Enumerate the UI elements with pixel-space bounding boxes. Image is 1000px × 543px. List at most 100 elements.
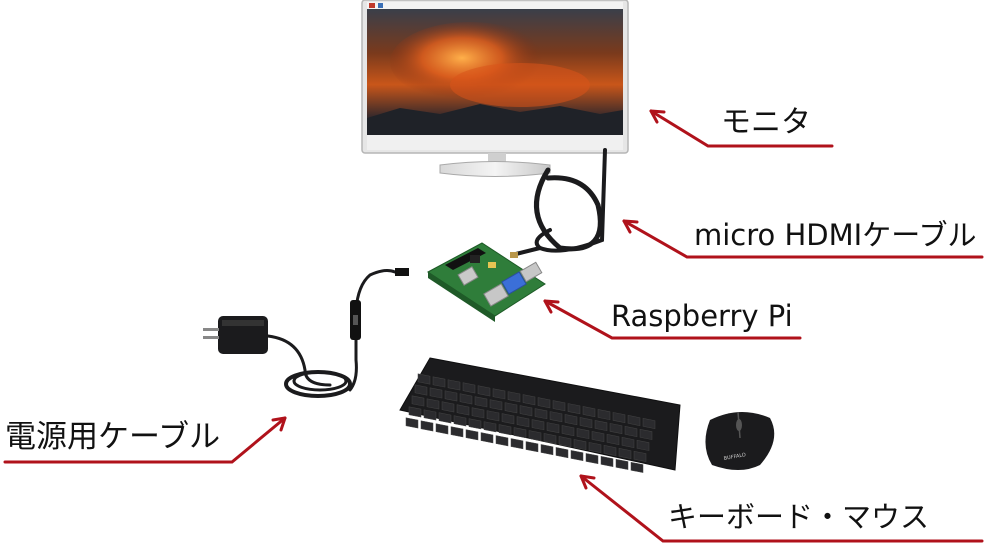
keyboard-key bbox=[573, 439, 587, 451]
keyboard-key bbox=[525, 441, 539, 453]
power-cable bbox=[266, 268, 409, 398]
keyboard-key bbox=[504, 402, 518, 414]
mouse-brand-text: BUFFALO bbox=[723, 452, 746, 462]
keyboard-key bbox=[480, 432, 494, 444]
keyboard-key bbox=[639, 429, 653, 440]
keyboard-key bbox=[501, 413, 515, 425]
label-raspberry-pi: Raspberry Pi bbox=[611, 299, 793, 333]
callout-keyboard-mouse bbox=[579, 474, 984, 543]
keyboard-key bbox=[555, 447, 569, 459]
keyboard-key bbox=[429, 387, 443, 399]
keyboard-key bbox=[477, 385, 491, 397]
keyboard-key bbox=[534, 408, 548, 420]
keyboard-key bbox=[438, 412, 452, 424]
keyboard-key bbox=[627, 415, 641, 426]
label-keyboard-mouse: キーボード・マウス bbox=[668, 500, 930, 534]
callout-monitor bbox=[649, 109, 834, 148]
keyboard-key bbox=[591, 431, 605, 443]
keyboard-key bbox=[408, 406, 422, 418]
keyboard-key bbox=[486, 410, 500, 422]
micro-hdmi-cable bbox=[510, 148, 607, 258]
keyboard-key bbox=[615, 458, 629, 470]
monitor-illustration bbox=[361, 0, 629, 177]
keyboard-key bbox=[462, 382, 476, 394]
keyboard-key bbox=[426, 398, 440, 410]
keyboard-key bbox=[621, 437, 635, 448]
keyboard-key bbox=[420, 420, 434, 432]
keyboard-key bbox=[417, 373, 431, 385]
keyboard-key bbox=[522, 394, 536, 406]
keyboard-illustration bbox=[399, 357, 681, 473]
keyboard-key bbox=[519, 405, 533, 417]
keyboard-key bbox=[600, 456, 614, 467]
keyboard-key bbox=[414, 384, 428, 396]
keyboard-key bbox=[561, 425, 575, 437]
keyboard-key bbox=[567, 403, 581, 415]
keyboard-key bbox=[465, 429, 479, 441]
keyboard-key bbox=[633, 450, 647, 462]
keyboard-key bbox=[630, 461, 644, 473]
keyboard-key bbox=[642, 418, 656, 429]
keyboard-key bbox=[612, 412, 626, 424]
keyboard-key bbox=[606, 434, 620, 445]
keyboard-key bbox=[435, 423, 449, 435]
label-micro-hdmi-cable: micro HDMIケーブル bbox=[694, 218, 977, 252]
raspberry-pi-board bbox=[427, 242, 546, 322]
keyboard-key bbox=[603, 445, 617, 456]
keyboard-key bbox=[489, 399, 503, 411]
keyboard-key bbox=[456, 404, 470, 416]
keyboard-key bbox=[459, 393, 473, 405]
keyboard-key bbox=[537, 397, 551, 409]
keyboard-key bbox=[471, 407, 485, 419]
keyboard-key bbox=[582, 406, 596, 418]
keyboard-key bbox=[588, 442, 602, 454]
keyboard-key bbox=[624, 426, 638, 437]
keyboard-key bbox=[498, 424, 512, 436]
keyboard-key bbox=[564, 414, 578, 426]
keyboard-key bbox=[552, 400, 566, 412]
keyboard-keys bbox=[405, 373, 656, 473]
keyboard-key bbox=[495, 435, 509, 447]
keyboard-key bbox=[570, 450, 584, 462]
keyboard-key bbox=[405, 417, 419, 429]
keyboard-key bbox=[585, 453, 599, 464]
keyboard-key bbox=[507, 391, 521, 403]
keyboard-key bbox=[432, 376, 446, 388]
keyboard-key bbox=[450, 426, 464, 438]
keyboard-key bbox=[531, 419, 545, 431]
keyboard-key bbox=[528, 430, 542, 442]
keyboard-key bbox=[453, 415, 467, 427]
label-monitor: モニタ bbox=[721, 105, 811, 140]
keyboard-key bbox=[444, 390, 458, 402]
keyboard-key bbox=[441, 401, 455, 413]
keyboard-key bbox=[540, 444, 554, 456]
keyboard-key bbox=[576, 428, 590, 440]
keyboard-key bbox=[483, 421, 497, 433]
power-supply bbox=[203, 316, 268, 354]
keyboard-key bbox=[594, 420, 608, 432]
label-power-cable: 電源用ケーブル bbox=[5, 419, 221, 455]
keyboard-key bbox=[546, 422, 560, 434]
keyboard-key bbox=[579, 417, 593, 429]
callout-hdmi bbox=[622, 219, 984, 259]
keyboard-key bbox=[510, 438, 524, 450]
callout-lines bbox=[3, 109, 984, 543]
keyboard-key bbox=[636, 439, 650, 451]
callout-raspberry-pi bbox=[543, 299, 802, 340]
keyboard-key bbox=[423, 409, 437, 421]
keyboard-key bbox=[411, 395, 425, 407]
keyboard-key bbox=[618, 448, 632, 459]
keyboard-key bbox=[513, 427, 527, 439]
keyboard-key bbox=[543, 433, 557, 445]
mouse-illustration: BUFFALO bbox=[705, 411, 775, 470]
keyboard-key bbox=[609, 423, 623, 435]
callout-power bbox=[3, 416, 287, 464]
keyboard-key bbox=[492, 388, 506, 400]
keyboard-key bbox=[516, 416, 530, 428]
keyboard-key bbox=[597, 409, 611, 421]
keyboard-key bbox=[474, 396, 488, 408]
keyboard-key bbox=[549, 411, 563, 423]
keyboard-key bbox=[468, 418, 482, 430]
keyboard-key bbox=[558, 436, 572, 448]
